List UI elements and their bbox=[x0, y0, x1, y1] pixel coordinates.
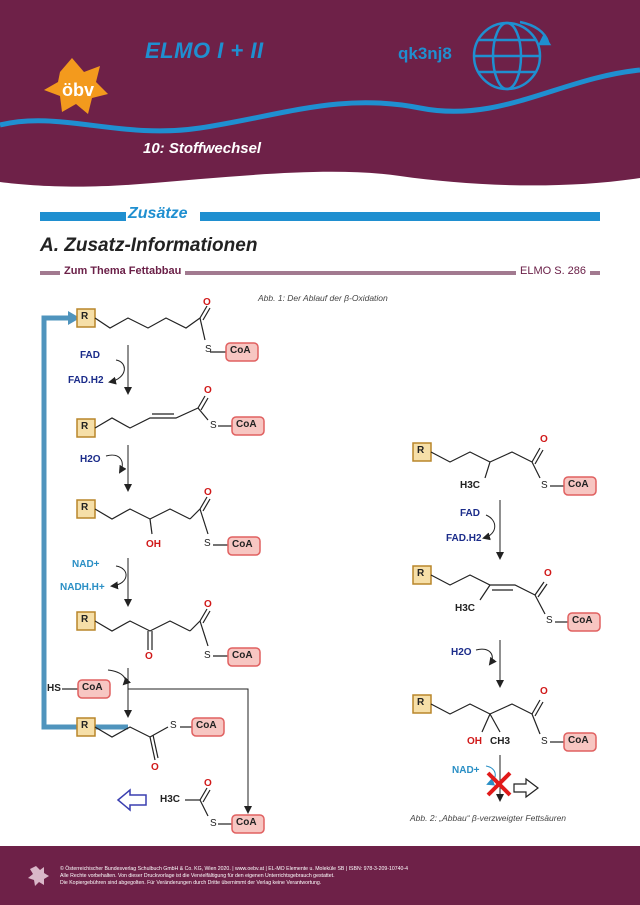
header: öbv ELMO I + II qk3nj8 10: Stoffwechsel bbox=[0, 0, 640, 200]
online-code: qk3nj8 bbox=[398, 44, 452, 63]
sulfur-label: S bbox=[541, 736, 548, 747]
section-title: A. Zusatz-Informationen bbox=[40, 235, 258, 256]
logo-text: öbv bbox=[62, 80, 95, 100]
sulfur-label: S bbox=[204, 650, 211, 661]
coa-label: CoA bbox=[572, 615, 593, 626]
oxygen-label: O bbox=[203, 297, 211, 308]
oxygen-label: O bbox=[204, 487, 212, 498]
oxygen-label: O bbox=[204, 385, 212, 396]
sulfur-label: S bbox=[541, 480, 548, 491]
blocked-cross-icon bbox=[486, 771, 512, 797]
methyl-label: H3C bbox=[160, 794, 181, 805]
branched-enoyl-coa bbox=[412, 565, 601, 632]
r-group-label: R bbox=[417, 445, 425, 456]
hs-label: HS bbox=[47, 683, 61, 694]
sulfur-label: S bbox=[210, 420, 217, 431]
footer-line: Alle Rechte vorbehalten. Von dieser Druc… bbox=[60, 873, 335, 879]
r-group-label: R bbox=[417, 568, 425, 579]
fad-label: FAD bbox=[80, 350, 100, 361]
branched-acyl-coa-1 bbox=[412, 442, 597, 496]
shortened-acyl-coa bbox=[76, 717, 225, 761]
section-bar-left bbox=[40, 212, 126, 221]
coa-label: CoA bbox=[236, 817, 257, 828]
fadh2-label: FAD.H2 bbox=[68, 375, 104, 386]
nad-label: NAD+ bbox=[72, 559, 100, 570]
chapter-title: 10: Stoffwechsel bbox=[143, 140, 262, 157]
book-reference: ELMO S. 286 bbox=[516, 265, 591, 277]
methyl-label: H3C bbox=[460, 480, 481, 491]
oxygen-label: O bbox=[145, 651, 153, 662]
coa-label: CoA bbox=[236, 419, 257, 430]
topic-label: Zum Thema Fettabbau bbox=[60, 265, 186, 277]
sulfur-label: S bbox=[546, 615, 553, 626]
topic-divider bbox=[40, 271, 600, 275]
oxygen-label: O bbox=[204, 778, 212, 789]
nad-label: NAD+ bbox=[452, 765, 480, 776]
r-group-label: R bbox=[81, 502, 89, 513]
fatty-acyl-coa-1 bbox=[76, 305, 259, 362]
hydroxyl-label: OH bbox=[467, 736, 482, 747]
oxygen-label: O bbox=[540, 686, 548, 697]
beta-oxidation-scheme bbox=[41, 305, 601, 834]
r-group-label: R bbox=[81, 720, 89, 731]
coa-label: CoA bbox=[196, 720, 217, 731]
fadh2-label: FAD.H2 bbox=[446, 533, 482, 544]
enoyl-coa bbox=[76, 395, 265, 438]
section-label: Zusätze bbox=[128, 205, 188, 222]
r-group-label: R bbox=[81, 421, 89, 432]
ketoacyl-coa bbox=[76, 608, 261, 667]
coa-label: CoA bbox=[568, 735, 589, 746]
coa-label: CoA bbox=[568, 479, 589, 490]
hydroxyacyl-coa bbox=[76, 496, 261, 556]
hydroxyl-label: OH bbox=[146, 539, 161, 550]
sulfur-label: S bbox=[210, 818, 217, 829]
coa-label: CoA bbox=[230, 345, 251, 356]
obv-logo bbox=[44, 58, 108, 114]
sulfur-label: S bbox=[170, 720, 177, 731]
sulfur-label: S bbox=[205, 344, 212, 355]
footer bbox=[0, 846, 640, 905]
acetyl-coa bbox=[185, 787, 265, 834]
coa-label: CoA bbox=[82, 682, 103, 693]
r-group-label: R bbox=[417, 697, 425, 708]
methyl-label: H3C bbox=[455, 603, 476, 614]
footer-text: © Österreichischer Bundesverlag Schulbuc… bbox=[60, 866, 620, 887]
globe-icon bbox=[472, 20, 552, 91]
water-label: H2O bbox=[451, 647, 472, 658]
footer-logo-icon bbox=[28, 866, 49, 886]
coa-label: CoA bbox=[232, 650, 253, 661]
coa-label: CoA bbox=[232, 539, 253, 550]
oxygen-label: O bbox=[544, 568, 552, 579]
branched-hydroxyacyl-coa bbox=[412, 694, 597, 752]
r-group-label: R bbox=[81, 311, 89, 322]
fad-label: FAD bbox=[460, 508, 480, 519]
water-label: H2O bbox=[80, 454, 101, 465]
section-bar-right bbox=[200, 212, 600, 221]
figure-2-caption: Abb. 2: „Abbau“ β-verzweigter Fettsäuren bbox=[410, 813, 567, 823]
oxygen-label: O bbox=[540, 434, 548, 445]
figure-1-caption: Abb. 1: Der Ablauf der β-Oxidation bbox=[258, 293, 388, 303]
oxygen-label: O bbox=[151, 762, 159, 773]
footer-line: Die Kopiergebühren sind abgegolten. Für … bbox=[60, 880, 322, 886]
hollow-left-arrow bbox=[116, 788, 147, 812]
nadh-label: NADH.H+ bbox=[60, 582, 105, 593]
sulfur-label: S bbox=[204, 538, 211, 549]
footer-line: © Österreichischer Bundesverlag Schulbuc… bbox=[60, 866, 408, 872]
coa-reagent-box bbox=[77, 679, 111, 699]
oxygen-label: O bbox=[204, 599, 212, 610]
hollow-right-arrow bbox=[513, 777, 539, 799]
r-group-label: R bbox=[81, 614, 89, 625]
header-background bbox=[0, 0, 640, 187]
methyl-label: CH3 bbox=[490, 736, 511, 747]
page-title: ELMO I + II bbox=[145, 38, 264, 63]
